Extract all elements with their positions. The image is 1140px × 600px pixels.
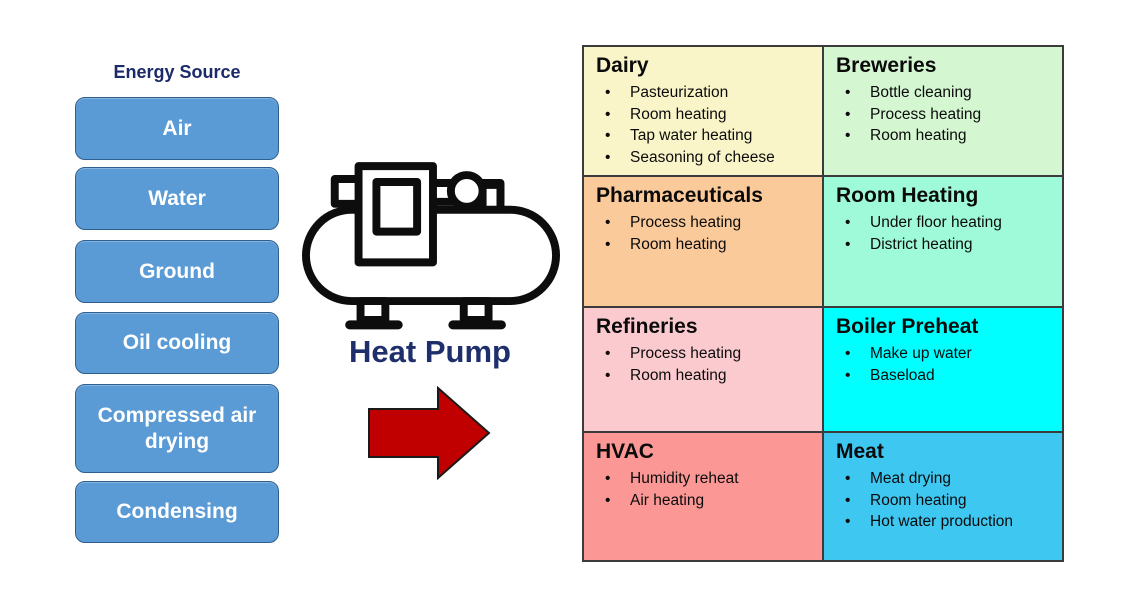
bullet-item: Room heating (836, 490, 1052, 512)
cell-title-room-heating: Room Heating (836, 184, 979, 207)
energy-source-ground: Ground (75, 240, 279, 303)
app-cell-refineries: Refineries Process heating Room heating (584, 308, 822, 431)
cell-title-refineries: Refineries (596, 315, 698, 338)
heat-pump-icon (302, 162, 560, 330)
cell-title-breweries: Breweries (836, 54, 937, 77)
energy-source-title: Energy Source (113, 62, 241, 82)
energy-source-condensing: Condensing (75, 481, 279, 543)
bullet-item: Meat drying (836, 468, 1052, 490)
applications-grid: Dairy Pasteurization Room heating Tap wa… (582, 45, 1064, 562)
bullet-list: Pasteurization Room heating Tap water he… (596, 82, 812, 168)
cell-title-boiler-preheat: Boiler Preheat (836, 315, 979, 338)
bullet-item: Process heating (596, 343, 812, 365)
bullet-item: Room heating (596, 104, 812, 126)
energy-source-water: Water (75, 167, 279, 230)
bullet-item: Bottle cleaning (836, 82, 1052, 104)
bullet-item: Air heating (596, 490, 812, 512)
cell-title-pharmaceuticals: Pharmaceuticals (596, 184, 763, 207)
app-cell-hvac: HVAC Humidity reheat Air heating (584, 433, 822, 560)
app-cell-dairy: Dairy Pasteurization Room heating Tap wa… (584, 47, 822, 175)
bullet-item: Pasteurization (596, 82, 812, 104)
app-cell-breweries: Breweries Bottle cleaning Process heatin… (824, 47, 1062, 175)
bullet-item: Room heating (596, 365, 812, 387)
bullet-item: Baseload (836, 365, 1052, 387)
cell-title-dairy: Dairy (596, 54, 649, 77)
app-cell-boiler-preheat: Boiler Preheat Make up water Baseload (824, 308, 1062, 431)
heat-pump-label: Heat Pump (349, 334, 511, 369)
app-cell-pharmaceuticals: Pharmaceuticals Process heating Room hea… (584, 177, 822, 306)
bullet-item: Make up water (836, 343, 1052, 365)
energy-source-air: Air (75, 97, 279, 160)
bullet-item: Seasoning of cheese (596, 147, 812, 169)
bullet-item: Process heating (596, 212, 812, 234)
bullet-list: Meat drying Room heating Hot water produ… (836, 468, 1052, 533)
bullet-item: Humidity reheat (596, 468, 812, 490)
energy-source-oil-cooling: Oil cooling (75, 312, 279, 374)
bullet-item: Room heating (836, 125, 1052, 147)
bullet-list: Under floor heating District heating (836, 212, 1052, 255)
app-cell-room-heating: Room Heating Under floor heating Distric… (824, 177, 1062, 306)
bullet-item: Hot water production (836, 511, 1052, 533)
bullet-list: Process heating Room heating (596, 343, 812, 386)
bullet-list: Make up water Baseload (836, 343, 1052, 386)
bullet-item: Process heating (836, 104, 1052, 126)
bullet-item: Tap water heating (596, 125, 812, 147)
energy-source-compressed-air-drying: Compressed air drying (75, 384, 279, 473)
bullet-item: District heating (836, 234, 1052, 256)
bullet-list: Bottle cleaning Process heating Room hea… (836, 82, 1052, 147)
bullet-item: Room heating (596, 234, 812, 256)
bullet-item: Under floor heating (836, 212, 1052, 234)
bullet-list: Process heating Room heating (596, 212, 812, 255)
arrow-right-icon (368, 385, 491, 481)
cell-title-meat: Meat (836, 440, 884, 463)
app-cell-meat: Meat Meat drying Room heating Hot water … (824, 433, 1062, 560)
cell-title-hvac: HVAC (596, 440, 654, 463)
bullet-list: Humidity reheat Air heating (596, 468, 812, 511)
